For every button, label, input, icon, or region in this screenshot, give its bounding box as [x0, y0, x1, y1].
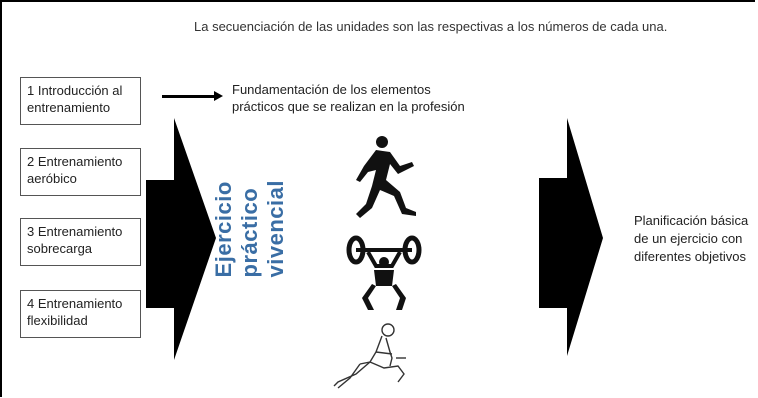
unit-2-line1: 2 Entrenamiento [27, 154, 123, 169]
unit-box-1: 1 Introducción al entrenamiento [20, 77, 141, 125]
unit-box-3: 3 Entrenamiento sobrecarga [20, 218, 141, 266]
unit-3-line1: 3 Entrenamiento [27, 224, 123, 239]
runner-icon [356, 136, 416, 218]
description-text: Fundamentación de los elementos práctico… [232, 81, 465, 115]
small-arrow-head [214, 91, 223, 101]
unit-1-line2: entrenamiento [27, 100, 111, 115]
weightlifter-icon [346, 235, 422, 310]
unit-4-line1: 4 Entrenamiento [27, 296, 123, 311]
description-line1: Fundamentación de los elementos [232, 82, 431, 97]
unit-box-4: 4 Entrenamiento flexibilidad [20, 290, 141, 338]
right-block-arrow [539, 118, 603, 356]
unit-box-2: 2 Entrenamiento aeróbico [20, 148, 141, 196]
unit-2-line2: aeróbico [27, 171, 77, 186]
unit-4-line2: flexibilidad [27, 313, 88, 328]
center-title: Ejercicio práctico vivencial [211, 180, 289, 277]
unit-3-line2: sobrecarga [27, 241, 93, 256]
left-block-arrow [146, 118, 216, 360]
small-arrow-line [162, 95, 216, 98]
title-word-ejercicio: Ejercicio [211, 181, 236, 278]
result-line1: Planificación básica [634, 213, 749, 228]
result-line3: diferentes objetivos [634, 249, 747, 264]
stretching-icon [333, 323, 406, 389]
description-line2: prácticos que se realizan en la profesió… [232, 99, 465, 114]
unit-1-line1: 1 Introducción al [27, 83, 123, 98]
result-text: Planificación básica de un ejercicio con… [634, 212, 754, 266]
sequence-note: La secuenciación de las unidades son las… [194, 19, 668, 34]
title-word-vivencial: vivencial [263, 180, 288, 278]
title-word-practico: práctico [237, 187, 262, 278]
result-line2: de un ejercicio con [634, 231, 743, 246]
